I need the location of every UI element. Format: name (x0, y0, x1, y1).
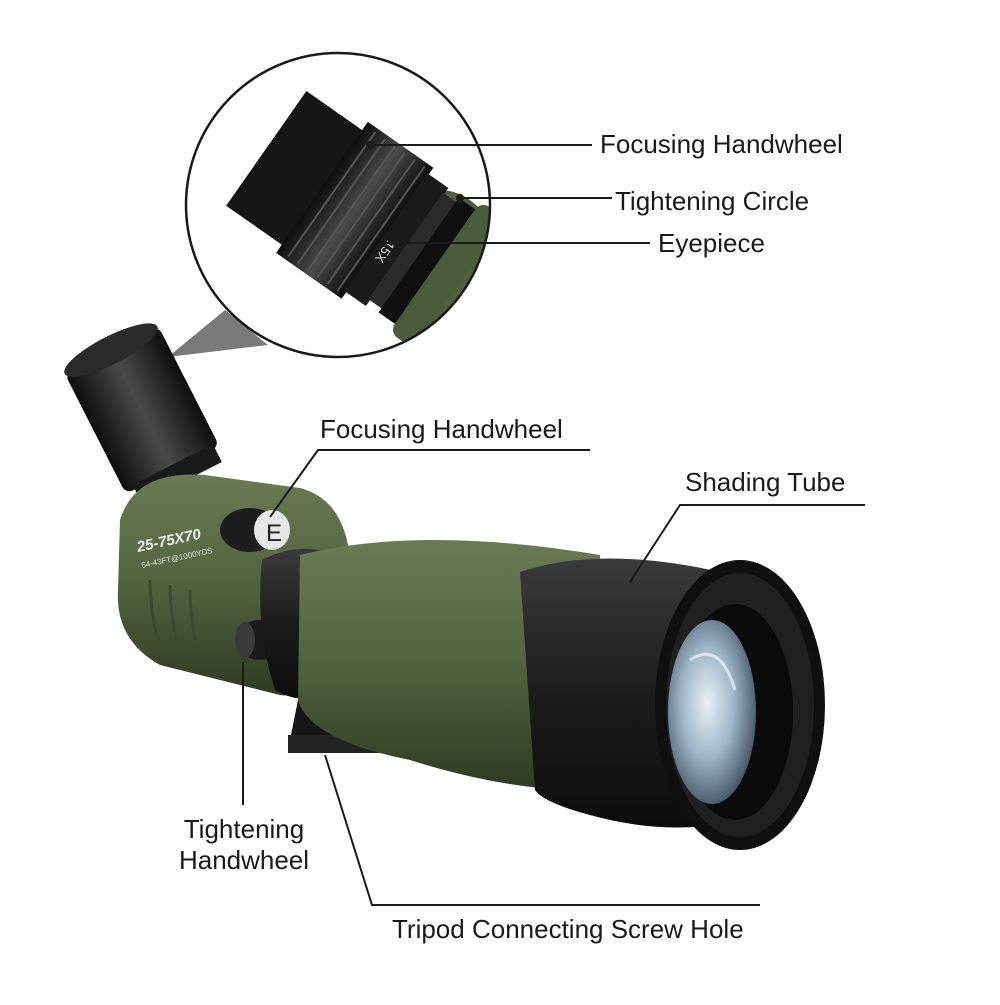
label-focusing-handwheel-eyepiece: Focusing Handwheel (600, 129, 843, 159)
label-tripod-screw-hole: Tripod Connecting Screw Hole (392, 914, 744, 944)
leader-shading-tube (629, 504, 865, 583)
label-shading-tube: Shading Tube (685, 467, 846, 497)
knob-letter-text: E (266, 520, 282, 547)
focusing-knob: E (220, 508, 290, 552)
callout-pointer (168, 310, 268, 357)
leader-lines (242, 141, 865, 906)
label-eyepiece: Eyepiece (658, 228, 765, 258)
label-tightening-handwheel-line2: Handwheel (178, 845, 310, 876)
label-focusing-handwheel-body: Focusing Handwheel (320, 414, 563, 444)
label-tightening-circle: Tightening Circle (615, 186, 810, 216)
label-tightening-handwheel: Tightening Handwheel (144, 814, 344, 876)
label-tightening-handwheel-line1: Tightening (183, 814, 305, 844)
eyepiece-closeup: 15X (184, 51, 492, 359)
leader-focusing-handwheel-body (269, 449, 590, 518)
spotting-scope-body: 25-75X70 64-43FT@1000YDS E (64, 323, 825, 850)
leader-tripod-screw-hole (324, 754, 760, 906)
